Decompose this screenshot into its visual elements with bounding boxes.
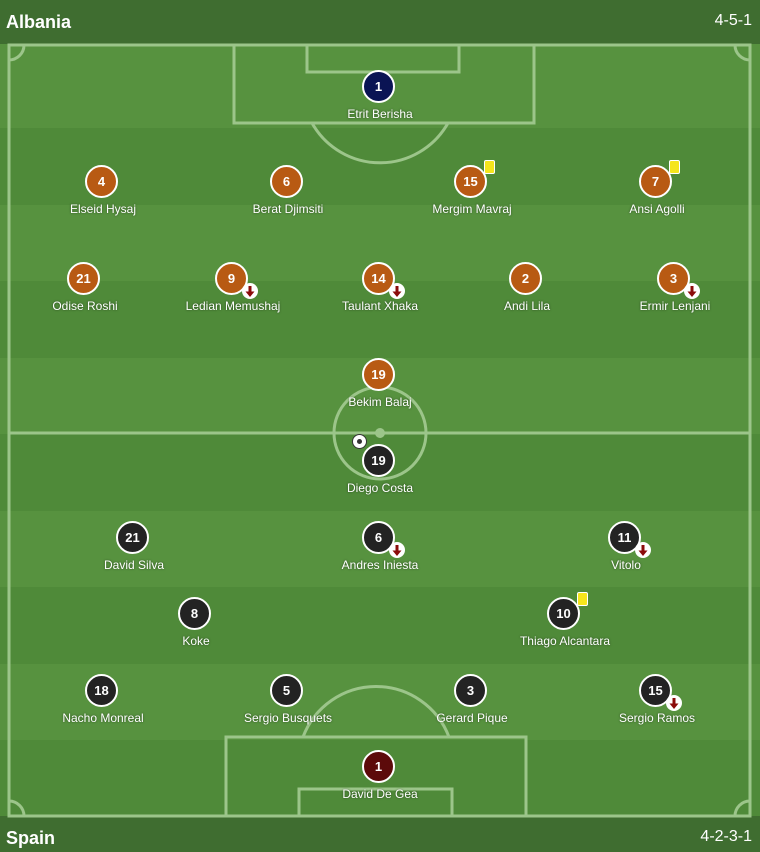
player-gerard-pique[interactable]: 3 Gerard Pique <box>402 674 542 734</box>
shirt-number: 1 <box>362 750 395 783</box>
sub-off-arrow-icon <box>389 542 405 558</box>
player-taulant-xhaka[interactable]: 14 Taulant Xhaka <box>310 262 450 322</box>
away-formation: 4-2-3-1 <box>700 828 752 845</box>
player-sergio-busquets[interactable]: 5 Sergio Busquets <box>218 674 358 734</box>
shirt-number: 6 <box>362 521 395 554</box>
yellow-card-icon <box>577 592 588 606</box>
player-name: Koke <box>182 634 210 648</box>
player-name: Elseid Hysaj <box>69 202 137 216</box>
shirt-number: 3 <box>454 674 487 707</box>
shirt-number: 19 <box>362 358 395 391</box>
player-name: Nacho Monreal <box>62 711 144 725</box>
sub-off-arrow-icon <box>635 542 651 558</box>
shirt-number: 9 <box>215 262 248 295</box>
player-name: Diego Costa <box>346 481 414 495</box>
shirt-number: 8 <box>178 597 211 630</box>
pitch-stripe <box>0 128 760 205</box>
player-name: Ansi Agolli <box>629 202 685 216</box>
away-team-bar: Spain 4-2-3-1 <box>0 816 760 852</box>
sub-off-arrow-icon <box>389 283 405 299</box>
player-sergio-ramos[interactable]: 15 Sergio Ramos <box>587 674 727 734</box>
player-ermir-lenjani[interactable]: 3 Ermir Lenjani <box>605 262 745 322</box>
player-david-de-gea[interactable]: 1 David De Gea <box>310 750 450 810</box>
pitch-stripe <box>0 664 760 740</box>
player-elseid-hysaj[interactable]: 4 Elseid Hysaj <box>33 165 173 225</box>
player-name: Andi Lila <box>503 299 551 313</box>
top-penalty-arc <box>310 122 450 165</box>
player-ansi-agolli[interactable]: 7 Ansi Agolli <box>587 160 727 225</box>
player-name: Taulant Xhaka <box>341 299 419 313</box>
player-ledian-memushaj[interactable]: 9 Ledian Memushaj <box>163 262 303 322</box>
top-six-yard-box <box>305 43 461 74</box>
bottom-six-yard-box <box>297 787 454 818</box>
sub-off-arrow-icon <box>684 283 700 299</box>
away-team-name[interactable]: Spain <box>6 828 56 848</box>
player-bekim-balaj[interactable]: 19 Bekim Balaj <box>310 358 450 418</box>
centre-spot <box>375 428 385 438</box>
corner-arc <box>8 799 26 817</box>
player-nacho-monreal[interactable]: 18 Nacho Monreal <box>33 674 173 734</box>
corner-arc <box>733 44 751 62</box>
player-andi-lila[interactable]: 2 Andi Lila <box>457 262 597 322</box>
player-thiago-alcantara[interactable]: 10 Thiago Alcantara <box>495 592 635 657</box>
player-name: Vitolo <box>611 558 641 572</box>
shirt-number: 6 <box>270 165 303 198</box>
player-name: Mergim Mavraj <box>432 202 512 216</box>
player-diego-costa[interactable]: 19 Diego Costa <box>310 434 450 504</box>
home-team-name[interactable]: Albania <box>6 12 72 32</box>
player-name: Ermir Lenjani <box>639 299 711 313</box>
player-name: Odise Roshi <box>52 299 118 313</box>
sub-off-arrow-icon <box>666 695 682 711</box>
shirt-number: 4 <box>85 165 118 198</box>
player-david-silva[interactable]: 21 David Silva <box>64 521 204 581</box>
yellow-card-icon <box>484 160 495 174</box>
home-team-bar: Albania 4-5-1 <box>0 0 760 44</box>
corner-arc <box>8 44 26 62</box>
player-name: Andres Iniesta <box>341 558 419 572</box>
shirt-number: 1 <box>362 70 395 103</box>
player-andres-iniesta[interactable]: 6 Andres Iniesta <box>310 521 450 581</box>
player-berat-djimsiti[interactable]: 6 Berat Djimsiti <box>218 165 358 225</box>
shirt-number: 18 <box>85 674 118 707</box>
yellow-card-icon <box>669 160 680 174</box>
player-name: David De Gea <box>342 787 418 801</box>
shirt-number: 21 <box>67 262 100 295</box>
home-formation: 4-5-1 <box>714 12 752 29</box>
shirt-number: 5 <box>270 674 303 707</box>
player-name: Berat Djimsiti <box>252 202 324 216</box>
shirt-number: 15 <box>454 165 487 198</box>
player-etrit-berisha[interactable]: 1 Etrit Berisha <box>310 70 450 130</box>
shirt-number: 10 <box>547 597 580 630</box>
player-mergim-mavraj[interactable]: 15 Mergim Mavraj <box>402 160 542 225</box>
player-name: Sergio Busquets <box>243 711 333 725</box>
player-name: Sergio Ramos <box>618 711 696 725</box>
shirt-number: 2 <box>509 262 542 295</box>
goal-ball-icon <box>352 434 367 449</box>
player-name: Etrit Berisha <box>347 107 413 121</box>
corner-arc <box>733 799 751 817</box>
player-name: Ledian Memushaj <box>185 299 281 313</box>
pitch-stripe <box>0 587 760 664</box>
player-name: Bekim Balaj <box>348 395 412 409</box>
player-vitolo[interactable]: 11 Vitolo <box>556 521 696 581</box>
player-name: Thiago Alcantara <box>519 634 611 648</box>
shirt-number: 21 <box>116 521 149 554</box>
shirt-number: 7 <box>639 165 672 198</box>
bottom-penalty-arc <box>301 684 451 738</box>
player-name: David Silva <box>103 558 165 572</box>
player-name: Gerard Pique <box>436 711 508 725</box>
sub-off-arrow-icon <box>242 283 258 299</box>
player-odise-roshi[interactable]: 21 Odise Roshi <box>15 262 155 322</box>
player-koke[interactable]: 8 Koke <box>126 597 266 657</box>
shirt-number: 19 <box>362 444 395 477</box>
